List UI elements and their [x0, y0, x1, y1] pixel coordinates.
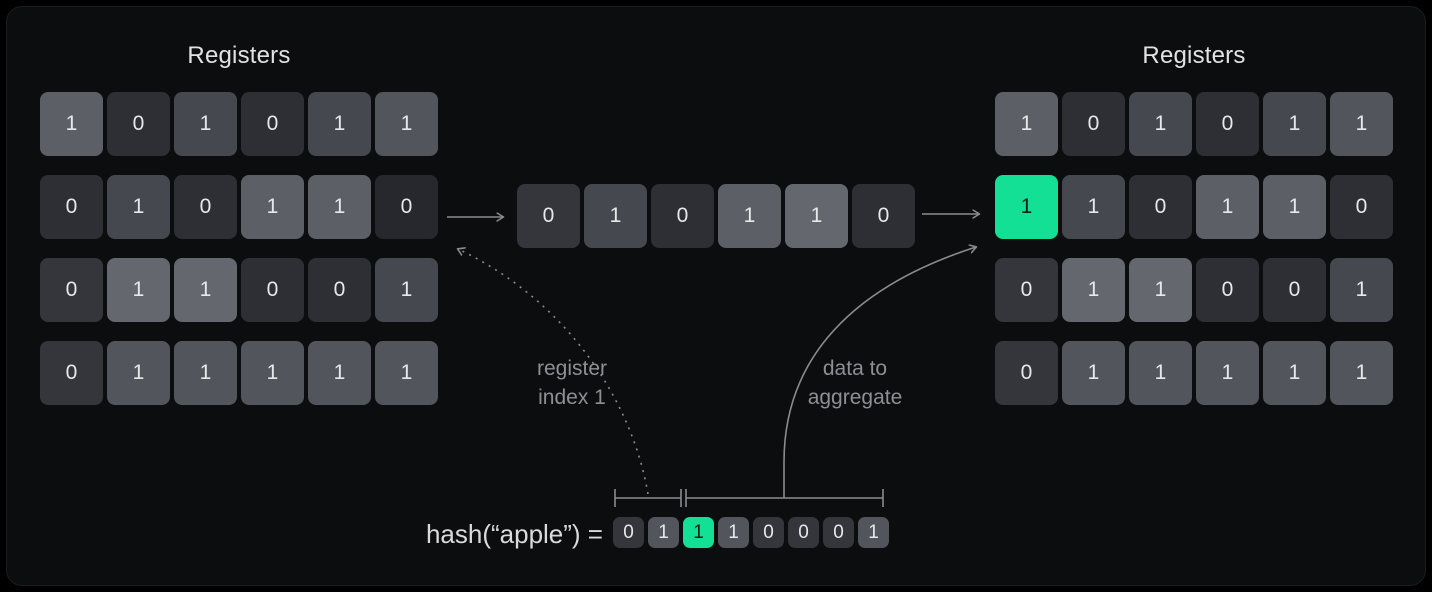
register-cell: 0 — [1330, 175, 1393, 239]
hash-bit: 1 — [648, 517, 679, 548]
register-cell: 1 — [241, 341, 304, 405]
register-cell: 1 — [174, 258, 237, 322]
register-cell: 1 — [375, 258, 438, 322]
register-cell: 0 — [241, 92, 304, 156]
register-cell-highlight: 1 — [995, 175, 1058, 239]
register-cell: 0 — [1129, 175, 1192, 239]
register-cell: 0 — [241, 258, 304, 322]
register-cell: 1 — [1330, 92, 1393, 156]
hash-bit: 0 — [753, 517, 784, 548]
register-cell: 0 — [375, 175, 438, 239]
register-cell: 0 — [852, 184, 915, 248]
right-registers-title: Registers — [1142, 42, 1246, 69]
register-cell: 0 — [651, 184, 714, 248]
register-cell: 1 — [1263, 175, 1326, 239]
hash-function-label: hash(“apple”) = — [425, 519, 603, 549]
register-cell: 1 — [1062, 258, 1125, 322]
register-cell: 1 — [1330, 258, 1393, 322]
register-cell: 1 — [40, 92, 103, 156]
register-index-label-line2: index 1 — [538, 386, 606, 409]
hash-bit-highlight: 1 — [683, 517, 714, 548]
register-cell: 1 — [107, 341, 170, 405]
data-aggregate-label-line2: aggregate — [807, 386, 903, 409]
register-cell: 1 — [107, 258, 170, 322]
register-cell: 1 — [584, 184, 647, 248]
register-cell: 0 — [1196, 258, 1259, 322]
register-cell: 1 — [1129, 258, 1192, 322]
register-cell: 0 — [995, 341, 1058, 405]
register-index-label-line1: register — [536, 357, 608, 380]
register-cell: 1 — [107, 175, 170, 239]
register-index-label: register index 1 — [482, 354, 662, 412]
register-cell: 1 — [308, 341, 371, 405]
register-cell: 1 — [174, 341, 237, 405]
hash-bit: 0 — [823, 517, 854, 548]
left-registers-title: Registers — [187, 42, 291, 69]
register-cell: 1 — [375, 341, 438, 405]
register-cell: 0 — [40, 341, 103, 405]
register-cell: 1 — [1263, 92, 1326, 156]
register-cell: 0 — [995, 258, 1058, 322]
register-cell: 1 — [1196, 175, 1259, 239]
register-cell: 0 — [308, 258, 371, 322]
hash-bit: 1 — [718, 517, 749, 548]
hash-bit: 1 — [858, 517, 889, 548]
hash-bit: 0 — [613, 517, 644, 548]
register-cell: 1 — [995, 92, 1058, 156]
register-cell: 0 — [1196, 92, 1259, 156]
register-cell: 1 — [241, 175, 304, 239]
hash-bit: 0 — [788, 517, 819, 548]
register-cell: 1 — [718, 184, 781, 248]
register-cell: 0 — [107, 92, 170, 156]
register-cell: 0 — [40, 258, 103, 322]
register-cell: 1 — [174, 92, 237, 156]
register-cell: 1 — [1129, 92, 1192, 156]
register-cell: 1 — [1062, 175, 1125, 239]
register-cell: 0 — [1263, 258, 1326, 322]
register-cell: 0 — [40, 175, 103, 239]
register-cell: 0 — [517, 184, 580, 248]
register-cell: 1 — [1129, 341, 1192, 405]
register-cell: 1 — [1263, 341, 1326, 405]
register-cell: 1 — [375, 92, 438, 156]
data-aggregate-label: data to aggregate — [765, 354, 945, 412]
data-aggregate-label-line1: data to — [822, 357, 888, 380]
register-cell: 0 — [1062, 92, 1125, 156]
register-cell: 1 — [785, 184, 848, 248]
register-cell: 0 — [174, 175, 237, 239]
register-cell: 1 — [308, 92, 371, 156]
register-cell: 1 — [1062, 341, 1125, 405]
register-cell: 1 — [1196, 341, 1259, 405]
register-cell: 1 — [308, 175, 371, 239]
register-cell: 1 — [1330, 341, 1393, 405]
